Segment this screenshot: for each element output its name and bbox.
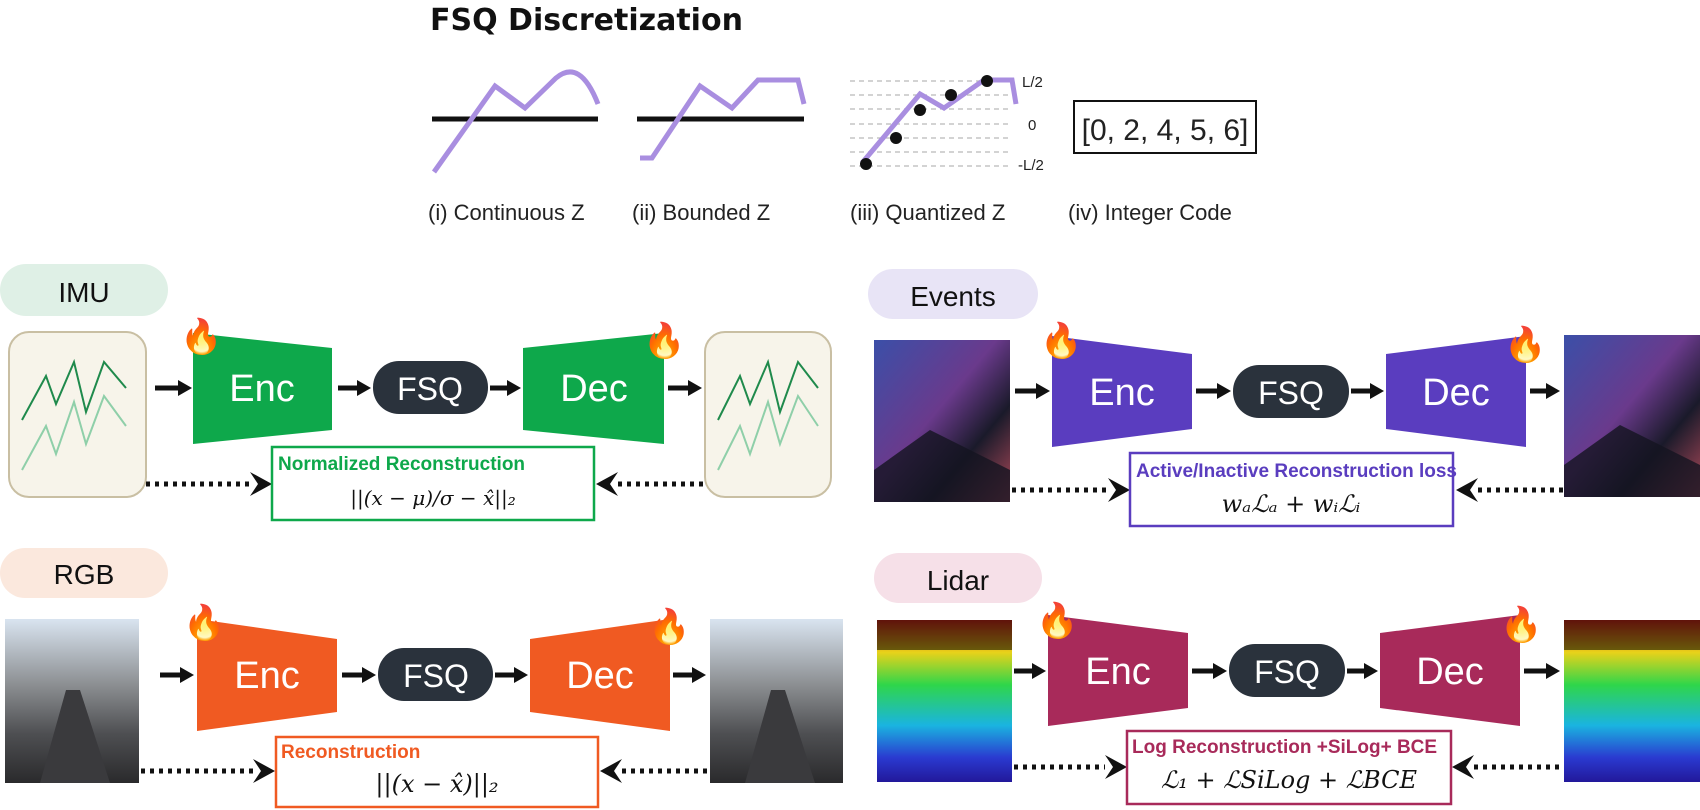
quantized-z-plot bbox=[850, 75, 1019, 170]
lidar-loss-arrows bbox=[1014, 755, 1564, 779]
quantized-curve bbox=[860, 77, 1019, 165]
imu-encoder-block bbox=[193, 333, 332, 444]
events-loss-equation: wₐℒₐ + wᵢℒᵢ bbox=[1222, 490, 1361, 518]
imu-pill bbox=[0, 264, 168, 316]
imu-input-signal bbox=[8, 331, 147, 498]
rgb-pipeline: RGB Enc FSQ Dec 🔥 🔥 Reconstruction ||(x … bbox=[0, 548, 843, 809]
events-decoder-flame-icon: 🔥 bbox=[1504, 325, 1546, 364]
rgb-loss-title: Reconstruction bbox=[281, 742, 420, 763]
caption-integer: (iv) Integer Code bbox=[1068, 200, 1232, 225]
caption-quantized: (iii) Quantized Z bbox=[850, 200, 1005, 225]
rgb-decoder-block bbox=[530, 619, 670, 731]
caption-continuous: (i) Continuous Z bbox=[428, 200, 585, 225]
rgb-encoder-block bbox=[197, 619, 337, 731]
imu-encoder-label: Enc bbox=[229, 368, 294, 410]
rgb-encoder-label: Enc bbox=[234, 655, 299, 697]
rgb-fsq-block bbox=[378, 648, 493, 701]
lidar-label: Lidar bbox=[927, 565, 989, 596]
events-fsq-label: FSQ bbox=[1258, 375, 1324, 411]
rgb-fsq-label: FSQ bbox=[403, 658, 469, 694]
bounded-curve bbox=[640, 77, 807, 161]
events-loss-box bbox=[1128, 451, 1455, 528]
lidar-arrows bbox=[1014, 663, 1560, 679]
rgb-label: RGB bbox=[54, 559, 115, 590]
events-loss-title: Active/Inactive Reconstruction loss bbox=[1136, 461, 1457, 482]
lidar-input-sky bbox=[877, 620, 1012, 650]
imu-pipeline: IMU Enc FSQ Dec 🔥 🔥 Normali bbox=[0, 264, 832, 522]
events-output-road-shadow bbox=[1564, 425, 1700, 497]
quantized-label-mid: 0 bbox=[1028, 117, 1036, 134]
imu-decoder-block bbox=[523, 333, 664, 444]
imu-loss-equation: ||(x − μ)/σ − x̂||₂ bbox=[350, 486, 515, 511]
rgb-encoder-flame-icon: 🔥 bbox=[183, 603, 225, 642]
events-arrows bbox=[1015, 383, 1560, 399]
integer-code: [0, 2, 4, 5, 6] bbox=[1082, 114, 1249, 147]
lidar-fsq-block bbox=[1229, 644, 1345, 697]
events-pill bbox=[868, 269, 1038, 319]
lidar-fsq-label: FSQ bbox=[1254, 654, 1320, 690]
bounded-z-plot bbox=[637, 77, 807, 161]
imu-label: IMU bbox=[58, 277, 109, 308]
events-encoder-flame-icon: 🔥 bbox=[1040, 321, 1082, 360]
quantized-point bbox=[981, 75, 993, 87]
imu-output-signal bbox=[704, 331, 832, 498]
continuous-z-plot bbox=[431, 69, 601, 174]
events-decoder-block bbox=[1386, 336, 1526, 447]
imu-loss-arrows bbox=[146, 472, 705, 496]
lidar-pipeline: Lidar Enc FSQ Dec 🔥 🔥 Log Reconstruction… bbox=[874, 553, 1700, 806]
lidar-loss-box bbox=[1125, 729, 1453, 806]
quantized-point bbox=[860, 158, 872, 170]
lidar-decoder-flame-icon: 🔥 bbox=[1500, 605, 1542, 644]
imu-decoder-label: Dec bbox=[560, 368, 628, 410]
rgb-input-road bbox=[40, 690, 110, 783]
quantized-label-top: L/2 bbox=[1022, 74, 1043, 91]
quantized-point bbox=[890, 132, 902, 144]
rgb-decoder-flame-icon: 🔥 bbox=[648, 607, 690, 646]
rgb-pill bbox=[0, 548, 168, 598]
lidar-encoder-flame-icon: 🔥 bbox=[1036, 601, 1078, 640]
imu-loss-title: Normalized Reconstruction bbox=[278, 454, 525, 475]
fsq-title: FSQ Discretization bbox=[430, 3, 743, 38]
imu-arrows bbox=[155, 380, 702, 396]
events-fsq-block bbox=[1233, 365, 1349, 418]
events-encoder-label: Enc bbox=[1089, 372, 1154, 414]
imu-decoder-flame-icon: 🔥 bbox=[643, 321, 685, 360]
rgb-loss-box bbox=[274, 735, 600, 809]
lidar-decoder-block bbox=[1380, 615, 1520, 726]
imu-fsq-label: FSQ bbox=[397, 371, 463, 407]
imu-fsq-block bbox=[373, 361, 488, 414]
continuous-curve bbox=[431, 69, 601, 174]
quantized-point bbox=[914, 104, 926, 116]
quantized-label-bottom: -L/2 bbox=[1018, 157, 1044, 174]
events-encoder-block bbox=[1052, 336, 1192, 447]
events-pipeline: Events Enc FSQ Dec 🔥 🔥 Active/Inactive R… bbox=[868, 269, 1700, 528]
events-loss-arrows bbox=[1012, 478, 1564, 502]
integer-code-box bbox=[1073, 100, 1257, 154]
imu-encoder-flame-icon: 🔥 bbox=[180, 317, 222, 356]
events-decoder-label: Dec bbox=[1422, 372, 1490, 414]
lidar-decoder-label: Dec bbox=[1416, 651, 1484, 693]
events-label: Events bbox=[910, 281, 996, 312]
rgb-decoder-label: Dec bbox=[566, 655, 634, 697]
rgb-arrows bbox=[160, 667, 706, 683]
rgb-output-road bbox=[745, 690, 815, 783]
lidar-encoder-block bbox=[1048, 615, 1188, 726]
imu-loss-box bbox=[270, 445, 596, 522]
lidar-loss-title: Log Reconstruction +SiLog+ BCE bbox=[1132, 737, 1437, 758]
caption-bounded: (ii) Bounded Z bbox=[632, 200, 770, 225]
lidar-loss-equation: ℒ₁ + ℒSiLog + ℒBCE bbox=[1161, 766, 1418, 794]
rgb-loss-arrows bbox=[141, 759, 710, 783]
rgb-loss-equation: ||(x − x̂)||₂ bbox=[375, 770, 498, 799]
lidar-pill bbox=[874, 553, 1042, 603]
lidar-output-sky bbox=[1564, 620, 1700, 650]
events-input-road-shadow bbox=[874, 430, 1010, 502]
quantized-point bbox=[945, 89, 957, 101]
lidar-encoder-label: Enc bbox=[1085, 651, 1150, 693]
